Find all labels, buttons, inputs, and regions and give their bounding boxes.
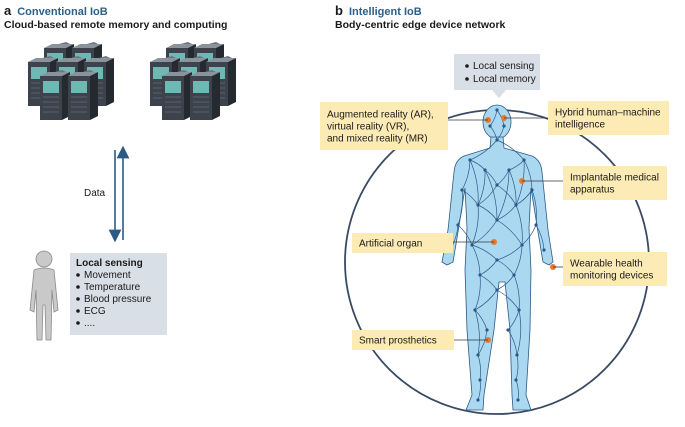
local-callout: Local sensing Local memory [454,54,540,98]
label-line: Artificial organ [359,239,422,250]
panel-b-letter: b [335,3,343,18]
server-rack-icon [40,70,70,120]
label-line: apparatus [570,185,614,196]
label-line: monitoring devices [570,271,653,282]
server-rack-icon [162,70,192,120]
label-ar-vr-mr: Augmented reality (AR),virtual reality (… [320,102,448,150]
label-line: Hybrid human–machine [555,108,661,119]
label-artificial-organ: Artificial organ [352,233,453,253]
label-smart-prosthetics: Smart prosthetics [352,330,454,350]
data-label: Data [84,188,106,199]
label-line: Augmented reality (AR), [327,110,434,121]
leader-lines [448,117,563,341]
panel-b-title: Intelligent IoB [348,6,422,18]
label-line: intelligence [555,120,605,131]
callout-line-1: Local sensing [473,61,534,72]
label-line: Smart prosthetics [359,336,437,347]
data-arrows [108,145,130,243]
local-sensing-item: Temperature [84,282,141,293]
local-sensing-title: Local sensing [76,258,143,269]
panel-a-title: Conventional IoB [17,6,108,18]
local-sensing-item: Blood pressure [84,294,152,305]
server-cluster-left [28,42,114,120]
human-body-figure [441,104,554,411]
label-line: and mixed reality (MR) [327,134,428,145]
server-rack-icon [190,70,220,120]
panel-b-header: b Intelligent IoB Body-centric edge devic… [335,4,505,32]
server-rack-icon [68,70,98,120]
panel-b-subtitle: Body-centric edge device network [335,19,506,31]
local-sensing-box [70,253,167,335]
local-sensing-item: ECG [84,306,106,317]
label-line: Implantable medical [570,173,659,184]
local-sensing-item: .... [84,318,95,329]
server-cluster-right [150,42,236,120]
panel-a-subtitle: Cloud-based remote memory and computing [4,19,228,31]
panel-a-letter: a [4,3,12,18]
callout-line-2: Local memory [473,74,536,85]
label-line: Wearable health [570,259,643,270]
local-sensing-item: Movement [84,270,131,281]
human-silhouette-icon [29,250,59,341]
label-line: virtual reality (VR), [327,122,409,133]
panel-a-header: a Conventional IoB Cloud-based remote mem… [4,4,227,32]
